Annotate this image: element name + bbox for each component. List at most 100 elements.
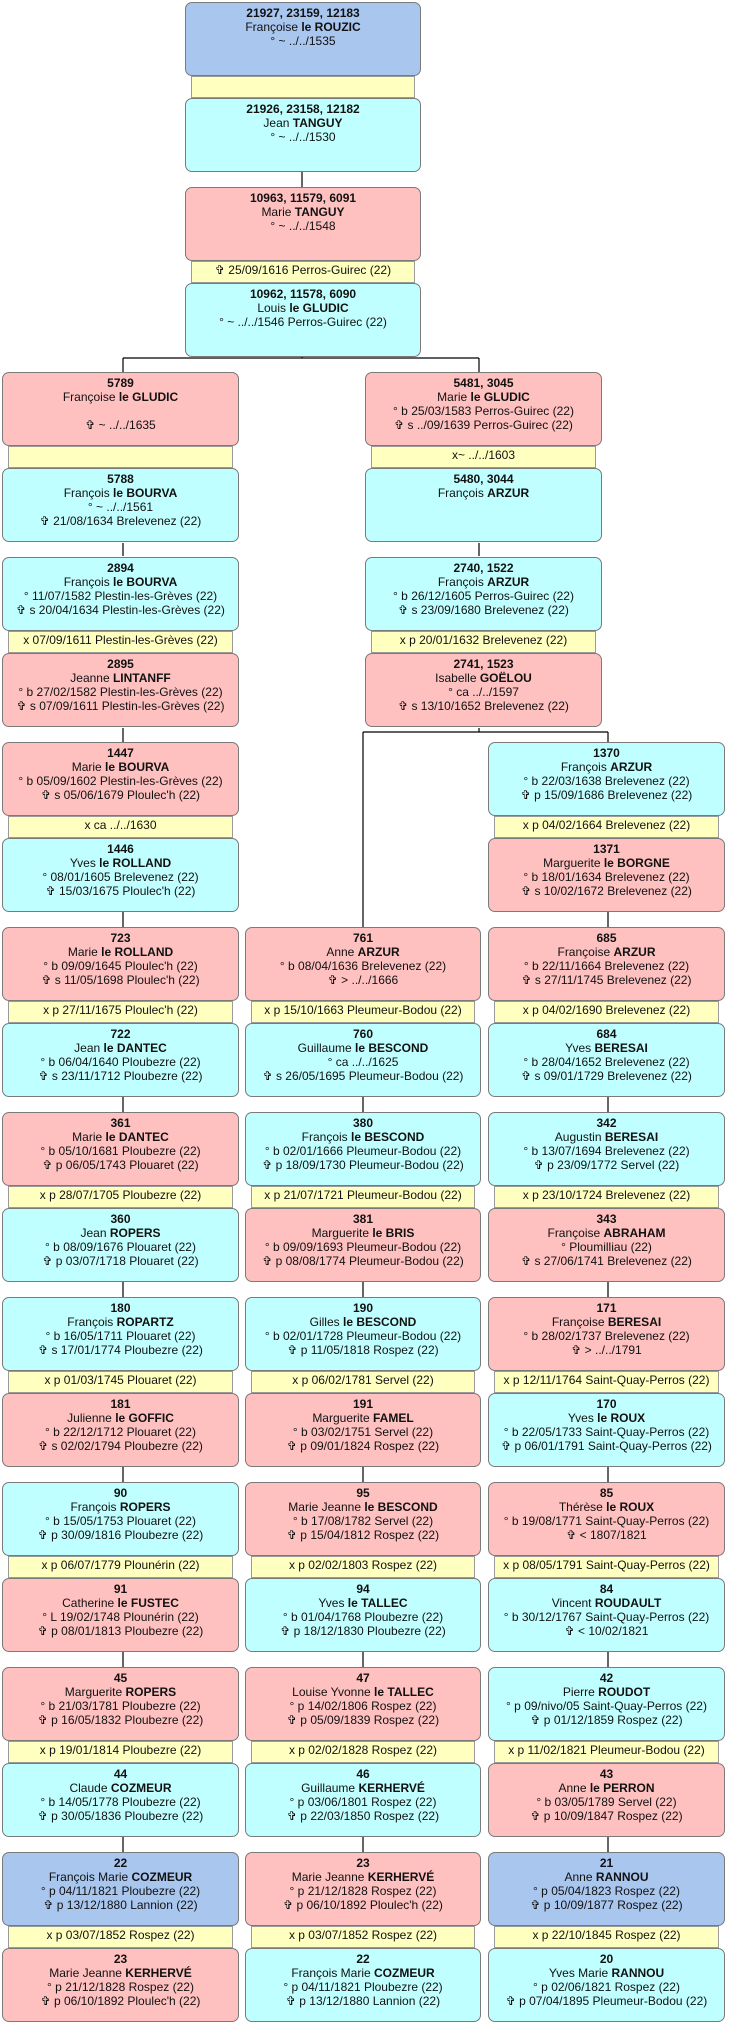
person-name: Yves Marie RANNOU <box>489 1966 724 1980</box>
first-name: François <box>70 1500 120 1514</box>
last-name: le BESCOND <box>364 1500 438 1514</box>
event-line: ° 08/01/1605 Brelevenez (22) <box>42 870 199 884</box>
person-id: 2895 <box>107 657 134 671</box>
person-name: François Marie COZMEUR <box>246 1966 480 1980</box>
last-name: le GLUDIC <box>470 390 530 404</box>
person-name: François ARZUR <box>489 760 724 774</box>
last-name: TANGUY <box>294 205 345 219</box>
person-name: Françoise BERESAI <box>489 1315 724 1329</box>
person-name: Pierre ROUDOT <box>489 1685 724 1699</box>
person-id: 23 <box>113 1952 128 1966</box>
first-name: Louise Yvonne <box>292 1685 375 1699</box>
person-id: 90 <box>113 1486 128 1500</box>
last-name: ROUDAULT <box>594 1596 662 1610</box>
event-line: ° L 19/02/1748 Plounérin (22) <box>42 1610 199 1624</box>
event-line: ✞ s 17/01/1774 Ploubezre (22) <box>38 1343 203 1357</box>
event-line: ° b 08/09/1676 Plouaret (22) <box>45 1240 196 1254</box>
person-id: 170 <box>596 1397 617 1411</box>
first-name: Marguerite <box>543 856 604 870</box>
event-line: ✞ s 27/06/1741 Brelevenez (22) <box>521 1254 692 1268</box>
person-name: Marguerite ROPERS <box>3 1685 238 1699</box>
event-line: ° b 28/04/1652 Brelevenez (22) <box>523 1055 690 1069</box>
last-name: ROUDOT <box>598 1685 651 1699</box>
marriage-bar: x p 15/10/1663 Pleumeur-Bodou (22) <box>251 1001 475 1023</box>
event-line: ° b 03/05/1789 Servel (22) <box>536 1795 677 1809</box>
event-line: ° ~ ../../1561 <box>87 500 154 514</box>
event-line: ✞ p 13/12/1880 Lannion (22) <box>285 1994 441 2008</box>
event-line: ° p 04/11/1821 Ploubezre (22) <box>283 1980 443 1994</box>
event-line: ° b 22/11/1664 Brelevenez (22) <box>523 959 690 973</box>
last-name: KERHERVÉ <box>358 1781 425 1795</box>
first-name: Augustin <box>554 1130 605 1144</box>
person-name: Yves BERESAI <box>489 1041 724 1055</box>
first-name: François <box>301 1130 351 1144</box>
marriage-bar <box>8 446 233 468</box>
first-name: Gilles <box>309 1315 343 1329</box>
event-line: ✞ p 18/09/1730 Pleumeur-Bodou (22) <box>262 1158 464 1172</box>
person-name: Marguerite le BRIS <box>246 1226 480 1240</box>
last-name: le ROUZIC <box>301 20 361 34</box>
event-line: ° b 26/12/1605 Perros-Guirec (22) <box>393 589 574 603</box>
person-name: Anne le PERRON <box>489 1781 724 1795</box>
person-id: 760 <box>352 1027 374 1041</box>
event-line: ° b 21/03/1781 Ploubezre (22) <box>40 1699 201 1713</box>
event-line: ✞ p 15/09/1686 Brelevenez (22) <box>520 788 693 802</box>
event-line: ✞ p 01/12/1859 Rospez (22) <box>530 1713 683 1727</box>
event-line: ° ~ ../../1535 <box>270 34 336 48</box>
person-name: Marie Jeanne KERHERVÉ <box>3 1966 238 1980</box>
last-name: le ROUX <box>606 1500 655 1514</box>
